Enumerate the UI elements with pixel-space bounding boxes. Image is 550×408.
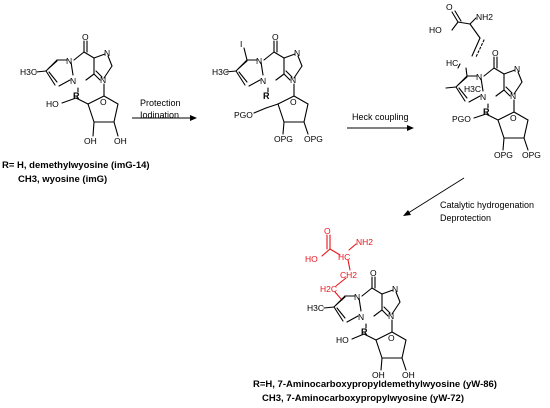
atom-opg: OPG (522, 150, 541, 160)
atom-hc: HC (446, 58, 458, 68)
structure-iodo-intermediate: H3C I N N O N N R PGO O OPG OPG (212, 32, 323, 144)
atom-nh2: NH2 (476, 12, 493, 22)
atom-r: R (73, 91, 80, 101)
atom-n: N (104, 48, 110, 58)
structure-final-product: O HO NH2 HC CH2 H2C H3C N N O N N R HO O… (305, 226, 415, 380)
arrow-step1 (132, 115, 197, 121)
atom-n: N (476, 72, 482, 82)
atom-ho: HO (336, 335, 349, 345)
atom-opg: OPG (494, 150, 513, 160)
atom-r: R (483, 107, 490, 117)
atom-iodine: I (240, 39, 242, 49)
atom-n: N (480, 92, 486, 102)
atom-n: N (392, 284, 398, 294)
atom-h3c: H3C (307, 303, 324, 313)
structure-starting-material: H3C N N O N N R HO O OH OH (20, 32, 127, 146)
atom-n: N (510, 91, 516, 101)
atom-pgo: PGO (234, 110, 253, 120)
atom-o: O (446, 2, 453, 12)
atom-o: O (510, 113, 517, 123)
caption-start-line2: CH3, wyosine (imG) (18, 174, 107, 185)
atom-o-red: O (324, 226, 331, 236)
atom-o: O (388, 333, 395, 343)
atom-n: N (358, 312, 364, 322)
caption-product-line1: R=H, 7-Aminocarboxypropyldemethylwyosine… (253, 379, 497, 390)
atom-o: O (272, 32, 279, 42)
arrow-step2 (347, 125, 414, 131)
atom-opg: OPG (274, 134, 293, 144)
caption-start-line1: R= H, demethylwyosine (imG-14) (2, 160, 150, 171)
arrow-step3 (403, 177, 465, 216)
atom-n: N (514, 64, 520, 74)
atom-hc-red: HC (338, 252, 350, 262)
atom-h3c: H3C (212, 67, 229, 77)
atom-o: O (82, 32, 89, 42)
atom-pgo: PGO (452, 114, 471, 124)
atom-methyl-label: H3C (464, 84, 481, 94)
atom-o: O (290, 97, 297, 107)
atom-ho: HO (46, 99, 59, 109)
atom-n: N (290, 75, 296, 85)
atom-ho: HO (429, 25, 442, 35)
structure-heck-product: O HO NH2 HC H3C N N O N N R PGO O OPG OP… (429, 2, 541, 160)
atom-oh: OH (372, 370, 385, 380)
atom-r: R (263, 91, 270, 101)
atom-h2c-red: H2C (320, 284, 337, 294)
caption-product-line2: CH3, 7-Aminocarboxypropylwyosine (yW-72) (262, 393, 464, 404)
atom-oh: OH (402, 370, 415, 380)
step1-label-protection: Protection (140, 98, 181, 108)
step3-label-deprotection: Deprotection (440, 213, 491, 223)
step3-label-hydrogenation: Catalytic hydrogenation (440, 200, 534, 210)
atom-o: O (492, 48, 499, 58)
atom-h3c: H3C (20, 67, 37, 77)
atom-opg: OPG (304, 134, 323, 144)
atom-n: N (100, 75, 106, 85)
atom-n: N (294, 48, 300, 58)
atom-r: R (361, 327, 368, 337)
atom-oh: OH (114, 136, 127, 146)
atom-nh2-red: NH2 (356, 237, 373, 247)
atom-o: O (100, 97, 107, 107)
atom-o: O (370, 268, 377, 278)
atom-oh: OH (84, 136, 97, 146)
atom-ho-red: HO (305, 254, 318, 264)
atom-ch2-red: CH2 (340, 270, 357, 280)
atom-n: N (256, 56, 262, 66)
step1-label-iodination: Iodination (140, 110, 179, 120)
atom-n: N (354, 292, 360, 302)
atom-n: N (70, 76, 76, 86)
step2-label-heck: Heck coupling (352, 112, 409, 122)
atom-n: N (66, 56, 72, 66)
atom-n: N (388, 311, 394, 321)
atom-n: N (260, 76, 266, 86)
